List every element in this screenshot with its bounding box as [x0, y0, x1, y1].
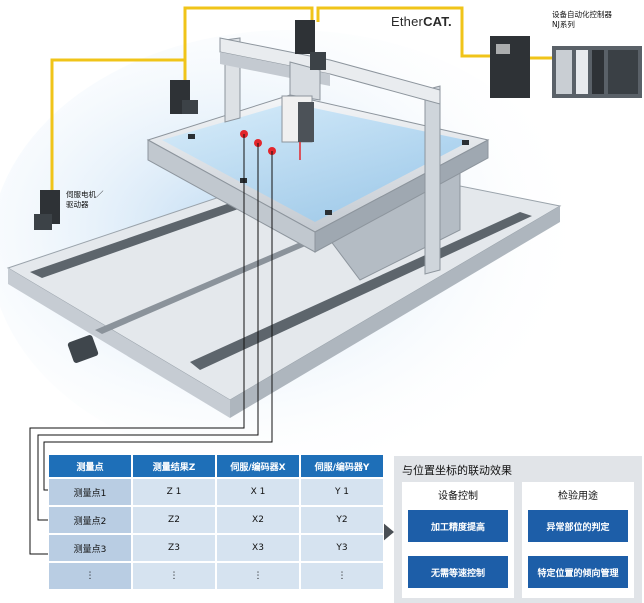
- table-cell: Z3: [132, 534, 216, 562]
- column-title: 设备控制: [438, 491, 478, 502]
- controller-label-line1: 设备自动化控制器: [552, 10, 612, 19]
- ethercat-prefix: Ether: [391, 14, 424, 29]
- table-cell: 测量点2: [48, 506, 132, 534]
- table-cell: Z2: [132, 506, 216, 534]
- table-row: 测量点1 Z 1 X 1 Y 1: [48, 478, 384, 506]
- ethercat-suffix: CAT.: [423, 14, 452, 29]
- controller-icon: [490, 36, 642, 98]
- table-header-cell: 测量点: [48, 454, 132, 478]
- servo-label-line1: 伺服电机／: [66, 190, 104, 199]
- linkage-effects-panel: 与位置坐标的联动效果 设备控制 加工精度提高 无需等速控制 检验用途 异常部位的…: [394, 456, 642, 603]
- column-title: 检验用途: [558, 491, 598, 502]
- leader-lines: [29, 134, 273, 555]
- table-header-cell: 伺服/编码器X: [216, 454, 300, 478]
- table-cell: X 1: [216, 478, 300, 506]
- table-cell: X3: [216, 534, 300, 562]
- inspection-use-column: 检验用途 异常部位的判定 特定位置的倾向管理: [522, 482, 634, 598]
- table-cell: ⋮: [216, 562, 300, 590]
- table-cell: Y3: [300, 534, 384, 562]
- table-cell: X2: [216, 506, 300, 534]
- table-row: 测量点3 Z3 X3 Y3: [48, 534, 384, 562]
- table-header-row: 测量点 测量结果Z 伺服/编码器X 伺服/编码器Y: [48, 454, 384, 478]
- table-cell: 测量点3: [48, 534, 132, 562]
- table-cell: 测量点1: [48, 478, 132, 506]
- gantry: [219, 37, 441, 275]
- servo-label-line2: 驱动器: [66, 200, 89, 209]
- effect-box: 特定位置的倾向管理: [528, 556, 628, 588]
- panel-title: 与位置坐标的联动效果: [402, 464, 512, 477]
- table-cell: ⋮: [132, 562, 216, 590]
- table-row: ⋮ ⋮ ⋮ ⋮: [48, 562, 384, 590]
- effect-box: 异常部位的判定: [528, 510, 628, 542]
- table-cell: Y 1: [300, 478, 384, 506]
- effect-box: 加工精度提高: [408, 510, 508, 542]
- table-cell: Z 1: [132, 478, 216, 506]
- controller-label: 设备自动化控制器 NJ系列: [552, 10, 612, 30]
- measurement-table: 测量点 测量结果Z 伺服/编码器X 伺服/编码器Y 测量点1 Z 1 X 1 Y…: [48, 454, 384, 590]
- servo-drive-icon: [34, 20, 326, 230]
- table-cell: Y2: [300, 506, 384, 534]
- controller-label-line2: NJ系列: [552, 20, 575, 29]
- table-cell: ⋮: [48, 562, 132, 590]
- ethercat-logo: EtherCAT.: [391, 14, 452, 29]
- effect-box: 无需等速控制: [408, 556, 508, 588]
- laser-sensor-head: [281, 95, 314, 160]
- table-header-cell: 伺服/编码器Y: [300, 454, 384, 478]
- equipment-control-column: 设备控制 加工精度提高 无需等速控制: [402, 482, 514, 598]
- servo-label: 伺服电机／ 驱动器: [66, 190, 104, 210]
- table-header-cell: 测量结果Z: [132, 454, 216, 478]
- table-row: 测量点2 Z2 X2 Y2: [48, 506, 384, 534]
- table-cell: ⋮: [300, 562, 384, 590]
